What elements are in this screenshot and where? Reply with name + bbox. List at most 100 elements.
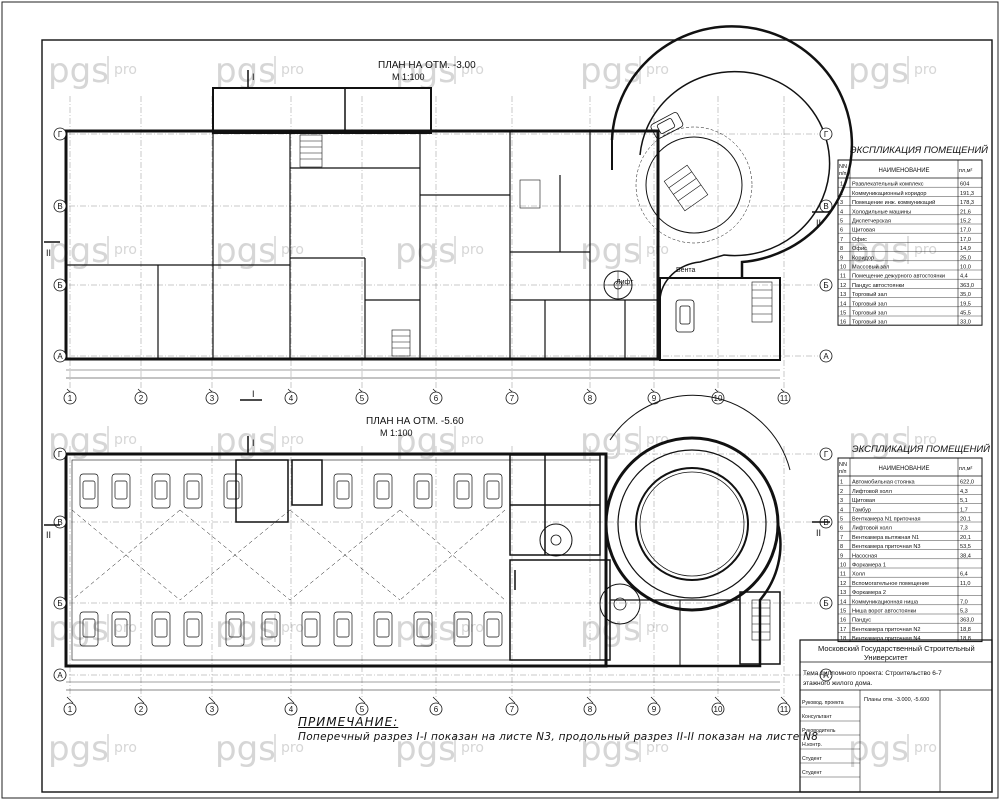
axis-bubble xyxy=(647,702,661,716)
axis-bubble xyxy=(53,349,67,363)
row-number: 9 xyxy=(840,255,843,261)
section-i-mark-lower: I xyxy=(252,438,255,448)
row-name: Венткамера приточная N3 xyxy=(852,544,921,550)
axis-bubble xyxy=(53,596,67,610)
axis-bubble xyxy=(53,199,67,213)
upper-north-block xyxy=(212,87,432,134)
watermark-suffix: pro xyxy=(914,242,937,258)
watermark-suffix: pro xyxy=(461,242,484,258)
parked-car xyxy=(151,473,171,509)
axis-bubble xyxy=(429,391,443,405)
row-name: Лифтовой холл xyxy=(852,525,892,532)
row-name: Торговый зал xyxy=(852,319,887,326)
col-header-name: НАИМЕНОВАНИЕ xyxy=(878,168,929,174)
note-text: Поперечный разрез I-I показан на листе N… xyxy=(298,731,819,743)
row-name: Офис xyxy=(852,246,867,252)
axis-number: 9 xyxy=(652,705,657,714)
parked-car xyxy=(333,473,353,509)
col-header-area: пл,м² xyxy=(959,168,972,174)
watermark-text: pgs xyxy=(215,231,276,271)
parked-car xyxy=(301,611,321,647)
row-number: 14 xyxy=(840,301,846,307)
row-name: Развлекательный комплекс xyxy=(852,181,924,188)
watermark-text: pgs xyxy=(395,51,456,91)
watermark-suffix: pro xyxy=(914,432,937,448)
note-heading: ПРИМЕЧАНИЕ: xyxy=(298,715,399,729)
row-number: 7 xyxy=(840,535,843,541)
section-ii-mark-right-lower: II xyxy=(816,528,821,538)
parked-car xyxy=(79,611,99,647)
row-number: 14 xyxy=(840,599,846,605)
row-area: 18,8 xyxy=(960,627,971,633)
axis-number: 7 xyxy=(510,705,515,714)
parked-car xyxy=(261,611,281,647)
axis-bubble xyxy=(505,391,519,405)
axis-number: 11 xyxy=(780,394,789,403)
axis-number: 5 xyxy=(360,705,365,714)
row-area: 363,0 xyxy=(960,618,974,624)
watermark-text: pgs xyxy=(48,729,109,769)
watermark-text: pgs xyxy=(848,421,909,461)
explication-2-title: ЭКСПЛИКАЦИЯ ПОМЕЩЕНИЙ xyxy=(852,443,990,455)
row-name: Торговый зал xyxy=(852,291,887,298)
row-area: 17,0 xyxy=(960,228,971,234)
row-name: Форкамера 2 xyxy=(852,590,886,596)
row-name: Холл xyxy=(852,572,865,578)
watermark-suffix: pro xyxy=(114,242,137,258)
parked-car xyxy=(453,473,473,509)
org-name-line1: Московский Государственный Строительный xyxy=(818,644,975,653)
row-area: 45,5 xyxy=(960,311,971,317)
axis-number: 1 xyxy=(68,394,73,403)
row-number: 6 xyxy=(840,526,843,532)
row-number: 13 xyxy=(840,292,846,298)
row-number: 11 xyxy=(840,274,846,280)
watermark-text: pgs xyxy=(215,51,276,91)
axis-bubble xyxy=(819,668,833,682)
sheet-caption: Планы отм. -3.000, -5.600 xyxy=(864,697,929,703)
col-header-area: пл,м² xyxy=(959,466,972,472)
row-name: Автомобильная стоянка xyxy=(852,480,916,486)
axis-number: 4 xyxy=(289,705,294,714)
row-area: 33,0 xyxy=(960,320,971,326)
row-number: 12 xyxy=(840,283,846,289)
axis-letter: Б xyxy=(57,281,62,290)
watermark-suffix: pro xyxy=(646,620,669,636)
watermark-suffix: pro xyxy=(281,242,304,258)
plan-upper-title: ПЛАН НА ОТМ. -3.00 xyxy=(378,60,476,71)
watermark-text: pgs xyxy=(848,51,909,91)
row-name: Пандус автостоянки xyxy=(852,283,904,289)
row-number: 1 xyxy=(840,182,843,188)
watermark-suffix: pro xyxy=(461,432,484,448)
row-area: 18,8 xyxy=(960,636,971,642)
row-area: 7,3 xyxy=(960,526,968,532)
row-area: 6,4 xyxy=(960,572,968,578)
axis-letter: А xyxy=(823,671,829,680)
row-number: 13 xyxy=(840,590,846,596)
row-area: 25,0 xyxy=(960,255,971,261)
row-number: 16 xyxy=(840,618,846,624)
watermark-text: pgs xyxy=(215,609,276,649)
row-number: 16 xyxy=(840,320,846,326)
axis-bubble xyxy=(63,702,77,716)
row-area: 4,3 xyxy=(960,489,968,495)
parked-car xyxy=(413,611,433,647)
axis-number: 4 xyxy=(289,394,294,403)
axis-bubble xyxy=(53,278,67,292)
upper-outer-wall xyxy=(64,129,660,361)
row-name: Вспомогательное помещение xyxy=(852,581,929,587)
section-i-mark-top: I xyxy=(252,72,255,82)
axis-number: 5 xyxy=(360,394,365,403)
row-area: 622,0 xyxy=(960,480,974,486)
axis-bubble xyxy=(819,349,833,363)
axis-bubble xyxy=(819,278,833,292)
parked-car xyxy=(79,473,99,509)
parked-car xyxy=(483,611,503,647)
watermark-text: pgs xyxy=(48,231,109,271)
row-number: 2 xyxy=(840,191,843,197)
row-area: 604 xyxy=(960,182,969,188)
row-area: 21,6 xyxy=(960,209,971,215)
axis-letter: Г xyxy=(58,450,63,459)
